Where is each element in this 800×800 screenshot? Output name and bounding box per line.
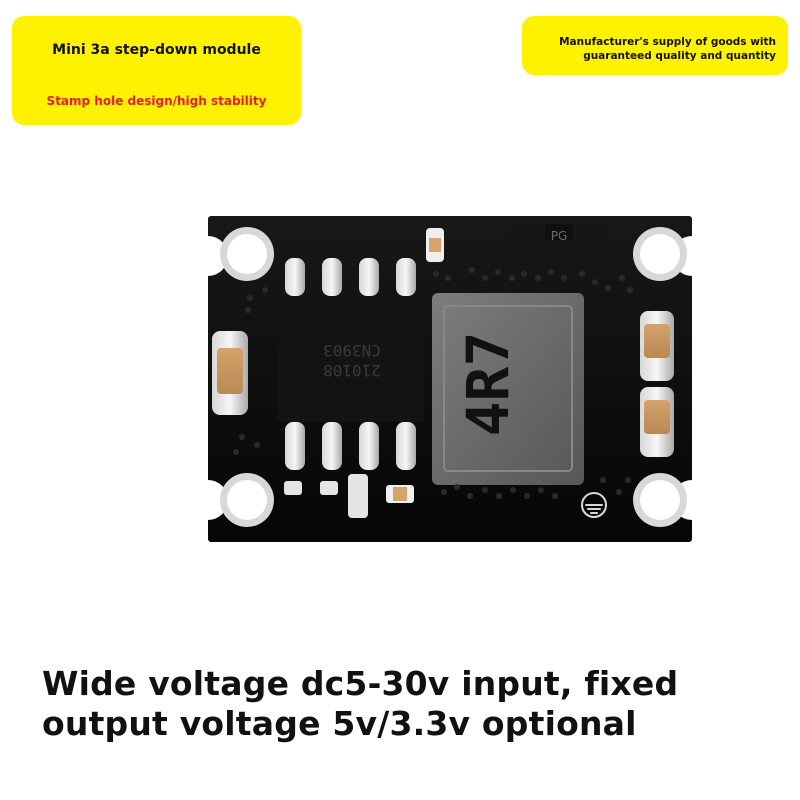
chip-mark-1: CN3903: [323, 341, 381, 360]
chip-mark-2: 210108: [323, 361, 381, 380]
mounting-hole-top-left: [220, 227, 274, 281]
pcb-module-illustration: 210108 CN3903 4R7: [188, 216, 712, 542]
ic-bottom-pins: [285, 422, 416, 470]
power-inductor: 4R7: [432, 293, 584, 485]
ground-symbol: [581, 492, 607, 518]
top-right-quality-badge: Manufacturer's supply of goods with guar…: [522, 16, 788, 75]
inductor-mark: 4R7: [454, 332, 522, 437]
headline-text: Wide voltage dc5-30v input, fixed output…: [42, 664, 762, 744]
headline-line-1: Wide voltage dc5-30v input, fixed: [42, 664, 679, 703]
top-small-resistor: [426, 228, 444, 262]
stability-subtitle: Stamp hole design/high stability: [46, 94, 267, 108]
pcb-module-image: 210108 CN3903 4R7: [188, 198, 712, 558]
module-title: Mini 3a step-down module: [52, 42, 261, 58]
left-capacitor: [212, 331, 248, 415]
right-top-capacitor: [640, 311, 674, 381]
mounting-hole-top-right: [633, 227, 687, 281]
top-left-feature-badge: Mini 3a step-down module Stamp hole desi…: [12, 16, 301, 125]
quality-text: Manufacturer's supply of goods with guar…: [536, 35, 776, 63]
mounting-hole-bottom-left: [220, 473, 274, 527]
ic-markings: 210108 CN3903: [323, 341, 381, 380]
quality-line-1: Manufacturer's supply of goods with: [559, 36, 776, 48]
ic-chip: 210108 CN3903: [278, 258, 424, 470]
mounting-hole-bottom-right: [633, 473, 687, 527]
bottom-center-resistor: [386, 485, 414, 503]
headline-line-2: output voltage 5v/3.3v optional: [42, 704, 637, 743]
quality-line-2: guaranteed quality and quantity: [583, 50, 776, 62]
silk-mark: PG: [551, 229, 568, 243]
top-right-transistor: PG: [509, 222, 610, 246]
right-bottom-capacitor: [640, 387, 674, 457]
bottom-left-components: [284, 474, 368, 518]
board-vias: [233, 267, 633, 499]
ic-top-pins: [285, 258, 416, 296]
